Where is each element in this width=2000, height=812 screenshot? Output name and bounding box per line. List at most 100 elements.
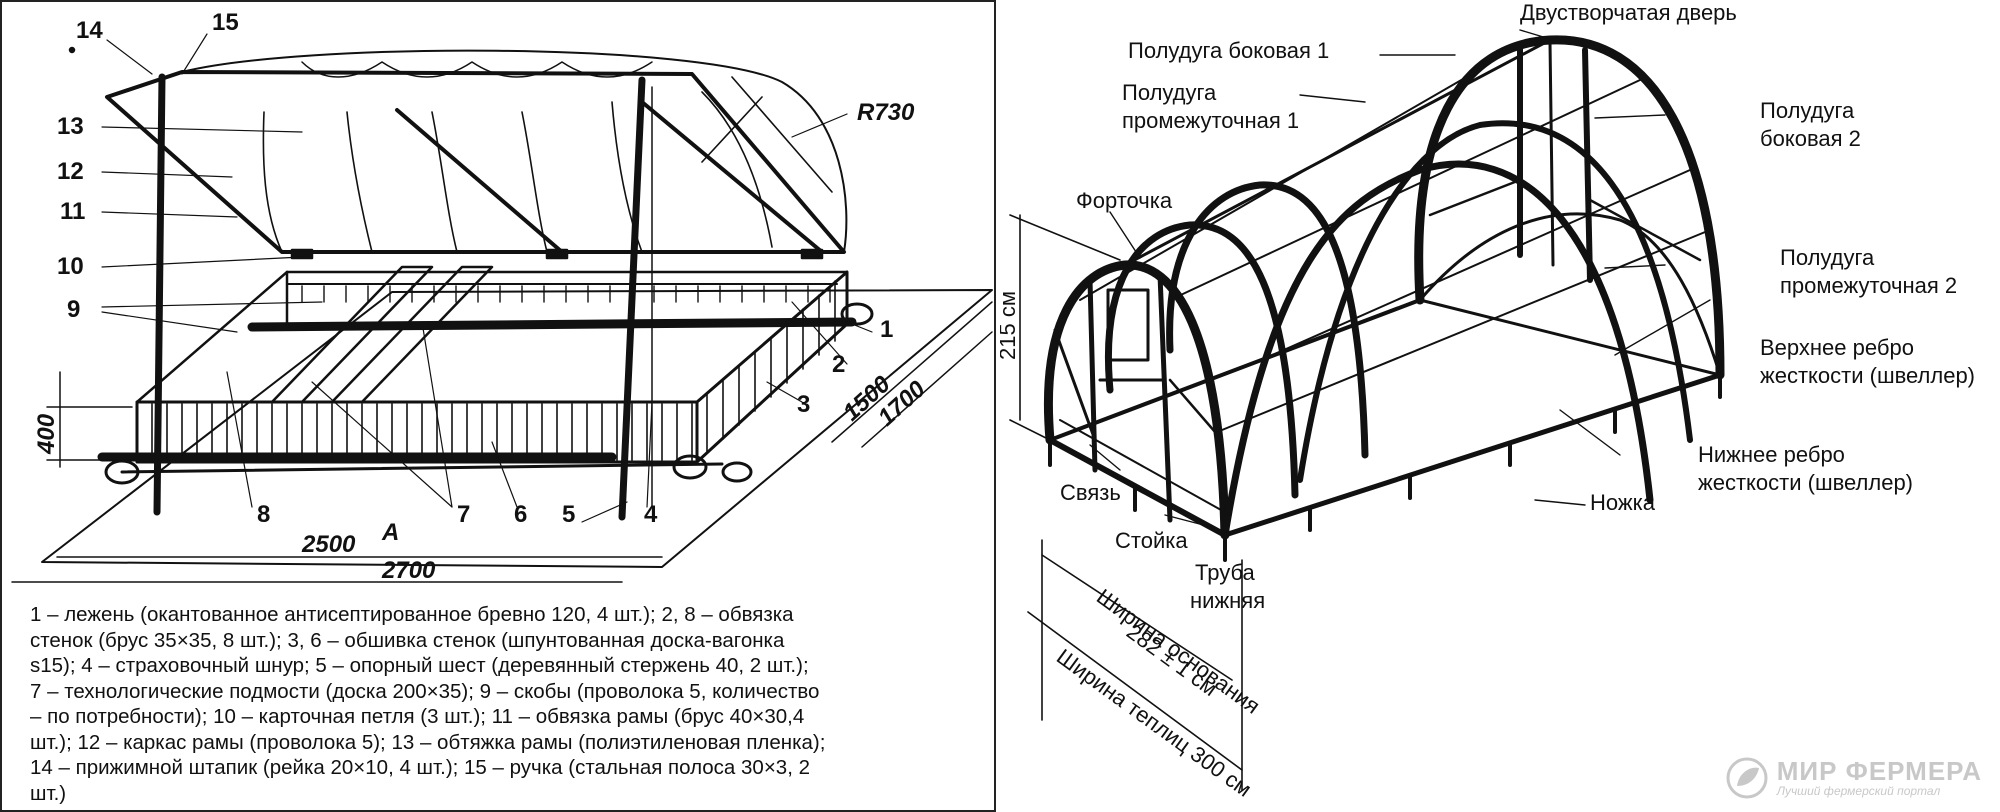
legend-line: шт.); 12 – каркас рамы (проволока 5); 13… (30, 730, 826, 754)
callout-14: 14 (76, 17, 103, 44)
cold-frame-drawing: 14 15 13 12 11 10 9 1 2 3 8 7 6 5 4 R730… (11, 9, 993, 584)
base-front-rail (1047, 437, 1228, 538)
parts-legend: 1 – лежень (окантованное антисептированн… (30, 602, 930, 806)
log-end-1 (104, 459, 140, 485)
label-half-arc-mid-2-b: промежуточная 2 (1780, 273, 1957, 298)
sash-wire-4 (521, 111, 548, 253)
back-arch-inner (1418, 212, 1722, 377)
sash-arc-outline (181, 49, 848, 253)
sash-wire-8 (701, 96, 763, 163)
front-post-right (1157, 272, 1173, 523)
logo-title: МИР ФЕРМЕРА (1776, 756, 1982, 786)
back-arch (1414, 35, 1725, 380)
label-half-arc-mid-2: Полудуга (1780, 245, 1875, 270)
callout-1: 1 (880, 316, 893, 343)
front-post-left (1087, 277, 1098, 473)
log-end-4 (721, 461, 753, 483)
label-pipe: Труба (1195, 560, 1256, 585)
sash-left-rail (105, 95, 284, 254)
label-half-arc-mid-1-b: промежуточная 1 (1122, 108, 1299, 133)
callout-numbers: 14 15 13 12 11 10 9 1 2 3 8 7 6 5 4 R730… (33, 9, 931, 584)
front-tie-brace (1053, 328, 1097, 442)
hinge-3 (800, 248, 824, 260)
hinge-2 (545, 248, 569, 260)
legend-line: 7 – технологические подмости (доска 200×… (30, 679, 820, 703)
logo-text: МИР ФЕРМЕРА Лучший фермерский портал (1777, 758, 1982, 798)
callout-2: 2 (832, 351, 845, 378)
stringer-right-1 (1169, 79, 1641, 301)
base-front-inner (1059, 419, 1231, 516)
sash-wire-2 (346, 111, 373, 253)
callout-3: 3 (797, 391, 810, 418)
label-height: 215 см (1000, 291, 1020, 360)
stringer-mid (1249, 169, 1691, 366)
door-post-right (1582, 47, 1593, 283)
stringer-left-1 (1079, 74, 1471, 301)
callout-10: 10 (57, 253, 84, 280)
legend-line: – по потребности); 10 – карточная петля … (30, 705, 805, 728)
label-half-arc-side-2-b: боковая 2 (1760, 126, 1861, 151)
log-end-3 (840, 302, 874, 326)
log-front-edge (120, 462, 724, 474)
arch-3 (1166, 181, 1369, 459)
legend-line: стенок (брус 35×35, 8 шт.); 3, 6 – обшив… (30, 628, 785, 652)
label-greenhouse-width: Ширина теплиц 300 см (1052, 644, 1256, 802)
greenhouse-labels: Двустворчатая дверь Полудуга боковая 1 П… (1000, 0, 1975, 802)
vent-window (1106, 288, 1150, 362)
label-top-rib-b: жесткости (швеллер) (1760, 363, 1975, 388)
callout-4: 4 (644, 501, 658, 528)
support-pole-right (618, 76, 646, 521)
label-post: Стойка (1115, 528, 1188, 553)
callout-15: 15 (212, 9, 239, 36)
label-half-arc-mid-1: Полудуга (1122, 80, 1217, 105)
label-bottom-rib: Нижнее ребро (1698, 442, 1845, 467)
box-side-wall (695, 270, 849, 464)
dim-height-400: 400 (33, 413, 60, 455)
legs (1048, 373, 1722, 562)
label-leg: Ножка (1590, 490, 1656, 515)
greenhouse-leaders (1089, 29, 1711, 529)
dim-length-2700: 2700 (381, 557, 436, 584)
right-panel-greenhouse: Двустворчатая дверь Полудуга боковая 1 П… (1000, 0, 2000, 812)
leaf-logo-icon (1726, 757, 1768, 799)
label-top-rib: Верхнее ребро (1760, 335, 1914, 360)
sash-wire-1 (262, 111, 283, 253)
sash-wire-7 (731, 76, 833, 193)
legend-line: 1 – лежень (окантованное антисептированн… (30, 603, 794, 626)
dim-length-2500: 2500 (301, 531, 356, 558)
label-half-arc-side-1: Полудуга боковая 1 (1128, 38, 1329, 63)
label-door: Двустворчатая дверь (1520, 0, 1737, 25)
leader-lines (101, 33, 873, 523)
sash-brace-2 (640, 100, 824, 254)
base-left-rail (1048, 298, 1422, 442)
legend-line: s15); 4 – страховочный шнур; 5 – опорный… (30, 654, 809, 677)
support-pole-left (153, 73, 166, 516)
callout-13: 13 (57, 113, 84, 140)
base-back-rail (1418, 298, 1722, 377)
label-bottom-rib-b: жесткости (швеллер) (1698, 470, 1913, 495)
greenhouse-drawing: Двустворчатая дверь Полудуга боковая 1 П… (1000, 0, 1975, 802)
ground-outline (41, 289, 993, 568)
log-back (247, 317, 857, 332)
front-wall-boards (151, 280, 836, 461)
site-logo: МИР ФЕРМЕРА Лучший фермерский портал (1725, 756, 1982, 800)
greenhouse-dimensions (1009, 214, 1243, 791)
left-panel-cold-frame: 14 15 13 12 11 10 9 1 2 3 8 7 6 5 4 R730… (0, 0, 996, 812)
scaffold-plank-1 (270, 265, 434, 404)
callout-8: 8 (257, 501, 270, 528)
legend-line: шт.) (30, 781, 67, 805)
scaffold-plank-2 (330, 265, 494, 404)
callout-11: 11 (60, 198, 85, 225)
logo-subtitle: Лучший фермерский портал (1776, 784, 1941, 798)
callout-6: 6 (514, 501, 527, 528)
body-arch-2 (1297, 120, 1693, 483)
sash-brace-1 (395, 108, 564, 254)
sash-frame (105, 70, 846, 254)
sash-top-scallop (301, 61, 653, 78)
back-diagonal (1588, 198, 1702, 262)
label-tie: Связь (1060, 480, 1121, 505)
dimension-lines (11, 301, 993, 583)
sash-wire-3 (431, 111, 458, 253)
callout-5: 5 (562, 501, 575, 528)
